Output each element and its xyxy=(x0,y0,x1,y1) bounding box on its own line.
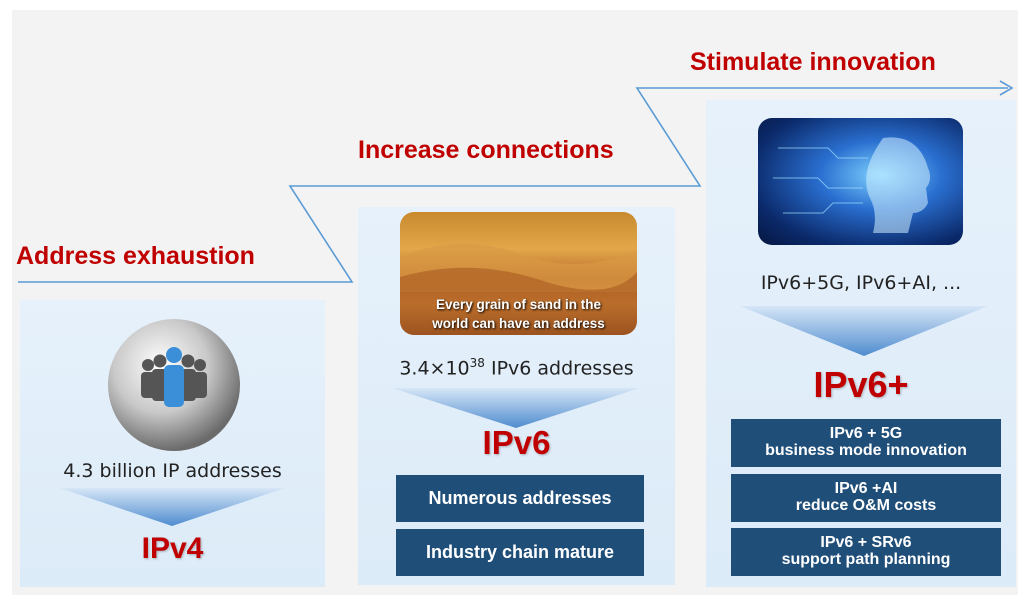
feature-ipv6-ai: IPv6 +AI reduce O&M costs xyxy=(731,474,1001,522)
ai-head-image xyxy=(758,118,963,245)
people-globe-icon xyxy=(108,319,240,451)
feature-ipv6-srv6: IPv6 + SRv6 support path planning xyxy=(731,528,1001,576)
sand-image-caption-line2: world can have an address xyxy=(432,316,605,331)
ipv6plus-caption: IPv6+5G, IPv6+AI, ... xyxy=(760,272,962,294)
stage-title-address-exhaustion: Address exhaustion xyxy=(16,242,255,270)
ipv4-caption: 4.3 billion IP addresses xyxy=(63,460,282,482)
stage-title-stimulate-innovation: Stimulate innovation xyxy=(690,48,936,76)
ipv4-label: IPv4 xyxy=(141,532,204,565)
stage-title-increase-connections: Increase connections xyxy=(358,136,614,164)
ipv6-label: IPv6 xyxy=(482,424,551,461)
sand-dunes-image: Every grain of sand in the world can hav… xyxy=(400,212,637,335)
feature-numerous-addresses: Numerous addresses xyxy=(396,475,644,522)
feature-ipv6-5g: IPv6 + 5G business mode innovation xyxy=(731,419,1001,467)
sand-image-caption-line1: Every grain of sand in the xyxy=(435,297,602,312)
ipv6plus-down-chevron xyxy=(740,306,988,356)
ipv6-down-chevron xyxy=(392,388,640,428)
feature-industry-chain-mature: Industry chain mature xyxy=(396,529,644,576)
ipv4-down-chevron xyxy=(60,488,285,526)
ipv6plus-label: IPv6+ xyxy=(813,364,909,405)
ipv6-caption: 3.4×1038 IPv6 addresses xyxy=(399,356,634,380)
